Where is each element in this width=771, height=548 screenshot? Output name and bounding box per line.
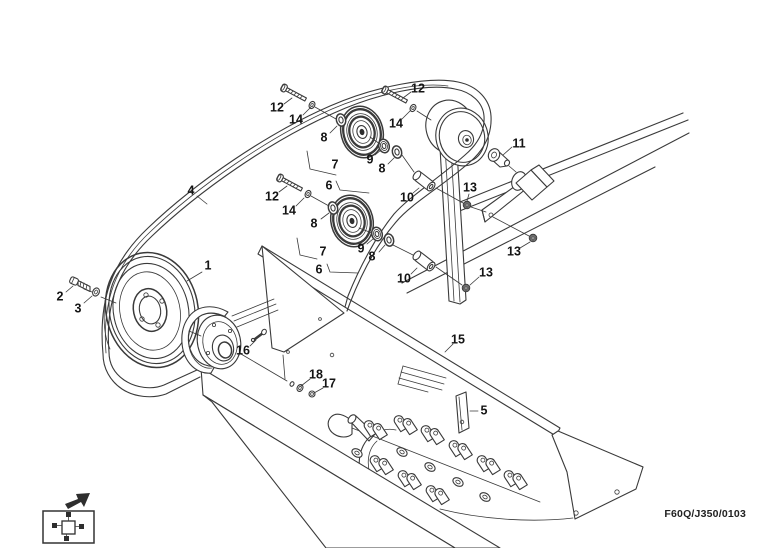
washers-14 [304,100,417,199]
flail-mount-tab [363,420,388,441]
flail-mount-tab [397,470,422,491]
bearing-9 [370,226,384,242]
bolt-12 [280,83,307,102]
bearing-rings [327,113,403,247]
idler-pulleys-7 [329,105,385,248]
flail-mount-pad [351,448,363,458]
flail-mount-pad [396,447,408,457]
machine-orientation-icon [42,510,95,544]
washers-18 [289,381,304,392]
bolt-12 [276,173,303,192]
callout-label-17: 17 [322,376,336,390]
callout-label-2: 2 [57,289,64,303]
top-pulley [425,99,489,167]
callout-label-8: 8 [369,249,376,263]
callout-label-3: 3 [75,301,82,315]
callout-label-4: 4 [188,183,195,197]
callout-label-8: 8 [311,216,318,230]
callout-label-6: 6 [326,178,333,192]
flail-mount-tab [448,440,473,461]
drawing-reference-code: F60Q/J350/0103 [664,508,746,520]
drive-pulley-1 [103,251,200,369]
callout-label-12: 12 [411,81,425,95]
callout-label-13: 13 [463,180,477,194]
callout-label-14: 14 [289,112,303,126]
ring-8 [327,201,339,215]
washer-14 [409,103,417,113]
ring-8 [383,233,395,247]
callout-label-9: 9 [367,152,374,166]
mount-block [511,164,555,201]
housing-15 [200,245,644,548]
housing-front-apron [200,367,574,548]
callout-label-5: 5 [481,403,488,417]
flail-mount-tab [503,470,528,491]
callout-label-18: 18 [309,367,323,381]
callout-labels: 1234121412141214876988769810101113131315… [57,81,531,417]
callout-label-9: 9 [358,241,365,255]
bolt-12 [381,85,408,104]
flail-knife-mounts [351,415,528,506]
flail-mount-pad [424,462,436,472]
spacers-10 [412,170,436,272]
bolt-11 [487,148,511,168]
bolt-2 [69,276,91,293]
back-wall-ribs [397,365,447,393]
assembly-axis-lines [83,106,530,382]
callout-label-10: 10 [397,271,411,285]
flail-mount-tab [369,455,394,476]
flail-mount-tab [425,485,450,506]
housing-right-wall [551,430,644,520]
flail-mount-pad [452,477,464,487]
callout-label-13: 13 [507,244,521,258]
nut-17 [308,390,316,398]
bolt-16 [250,328,267,343]
flail-mount-tab [476,455,501,476]
callout-label-7: 7 [320,244,327,258]
spacer-10 [412,170,436,192]
callout-label-7: 7 [332,157,339,171]
hub-16 [181,298,279,374]
callout-label-8: 8 [321,130,328,144]
plate-5 [455,391,470,434]
ring-8 [391,145,403,159]
spacer-10 [412,250,436,272]
callout-label-11: 11 [512,136,525,150]
callout-label-12: 12 [270,100,284,114]
nut-13 [462,200,472,210]
nut-13 [461,283,471,293]
ring-8 [335,113,347,127]
washer-14 [304,189,312,199]
callout-label-8: 8 [379,161,386,175]
callout-label-1: 1 [205,258,212,272]
flail-mount-tab [420,425,445,446]
bolts-12 [276,83,408,192]
callout-label-14: 14 [282,203,296,217]
flail-mount-pad [479,492,491,502]
nut-13 [528,233,538,243]
callout-label-6: 6 [316,262,323,276]
callout-label-14: 14 [389,116,403,130]
direction-arrow-icon [65,493,90,509]
bearing-9 [377,138,391,154]
callout-label-10: 10 [400,190,414,204]
idler-pulley-7 [329,194,375,248]
flail-mount-tab [393,415,418,436]
idler-pulley-7 [339,105,385,159]
callout-label-15: 15 [451,332,465,346]
callout-brackets [296,150,370,274]
washer-14 [308,100,316,110]
callout-label-16: 16 [236,343,250,357]
callout-label-12: 12 [265,189,279,203]
nuts-13 [461,200,538,293]
washer-3 [92,287,100,297]
callout-label-13: 13 [479,265,493,279]
